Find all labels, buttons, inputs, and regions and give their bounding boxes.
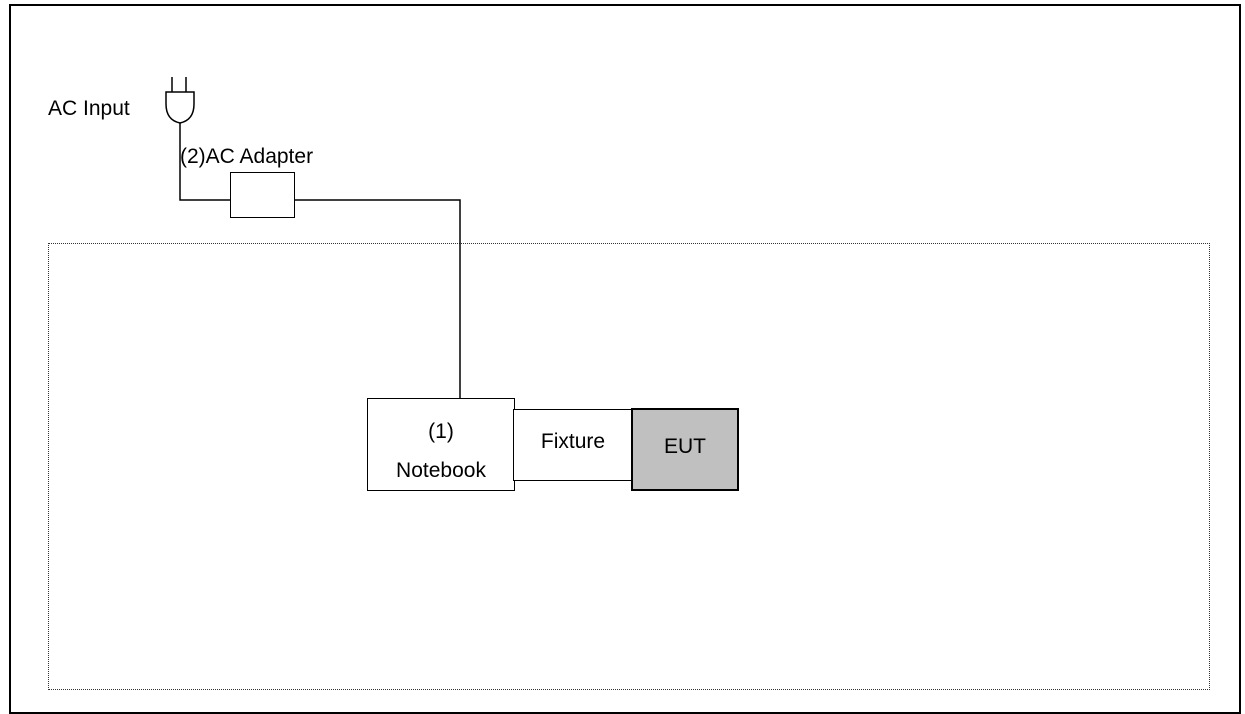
ac-plug-icon: [165, 77, 195, 124]
ac-adapter-box: [230, 172, 295, 218]
eut-label: EUT: [664, 435, 706, 458]
test-table-area: [48, 243, 1210, 690]
fixture-box: Fixture: [513, 409, 633, 481]
ac-input-label: AC Input: [48, 97, 130, 120]
power-cable-1: [179, 123, 230, 201]
ac-adapter-label: (2)AC Adapter: [180, 145, 314, 168]
eut-box: EUT: [631, 408, 739, 491]
notebook-label: Notebook: [396, 459, 486, 482]
power-cable-2: [295, 199, 461, 398]
notebook-number: (1): [428, 420, 454, 443]
fixture-label: Fixture: [540, 430, 606, 453]
notebook-box: (1) Notebook: [367, 398, 515, 491]
